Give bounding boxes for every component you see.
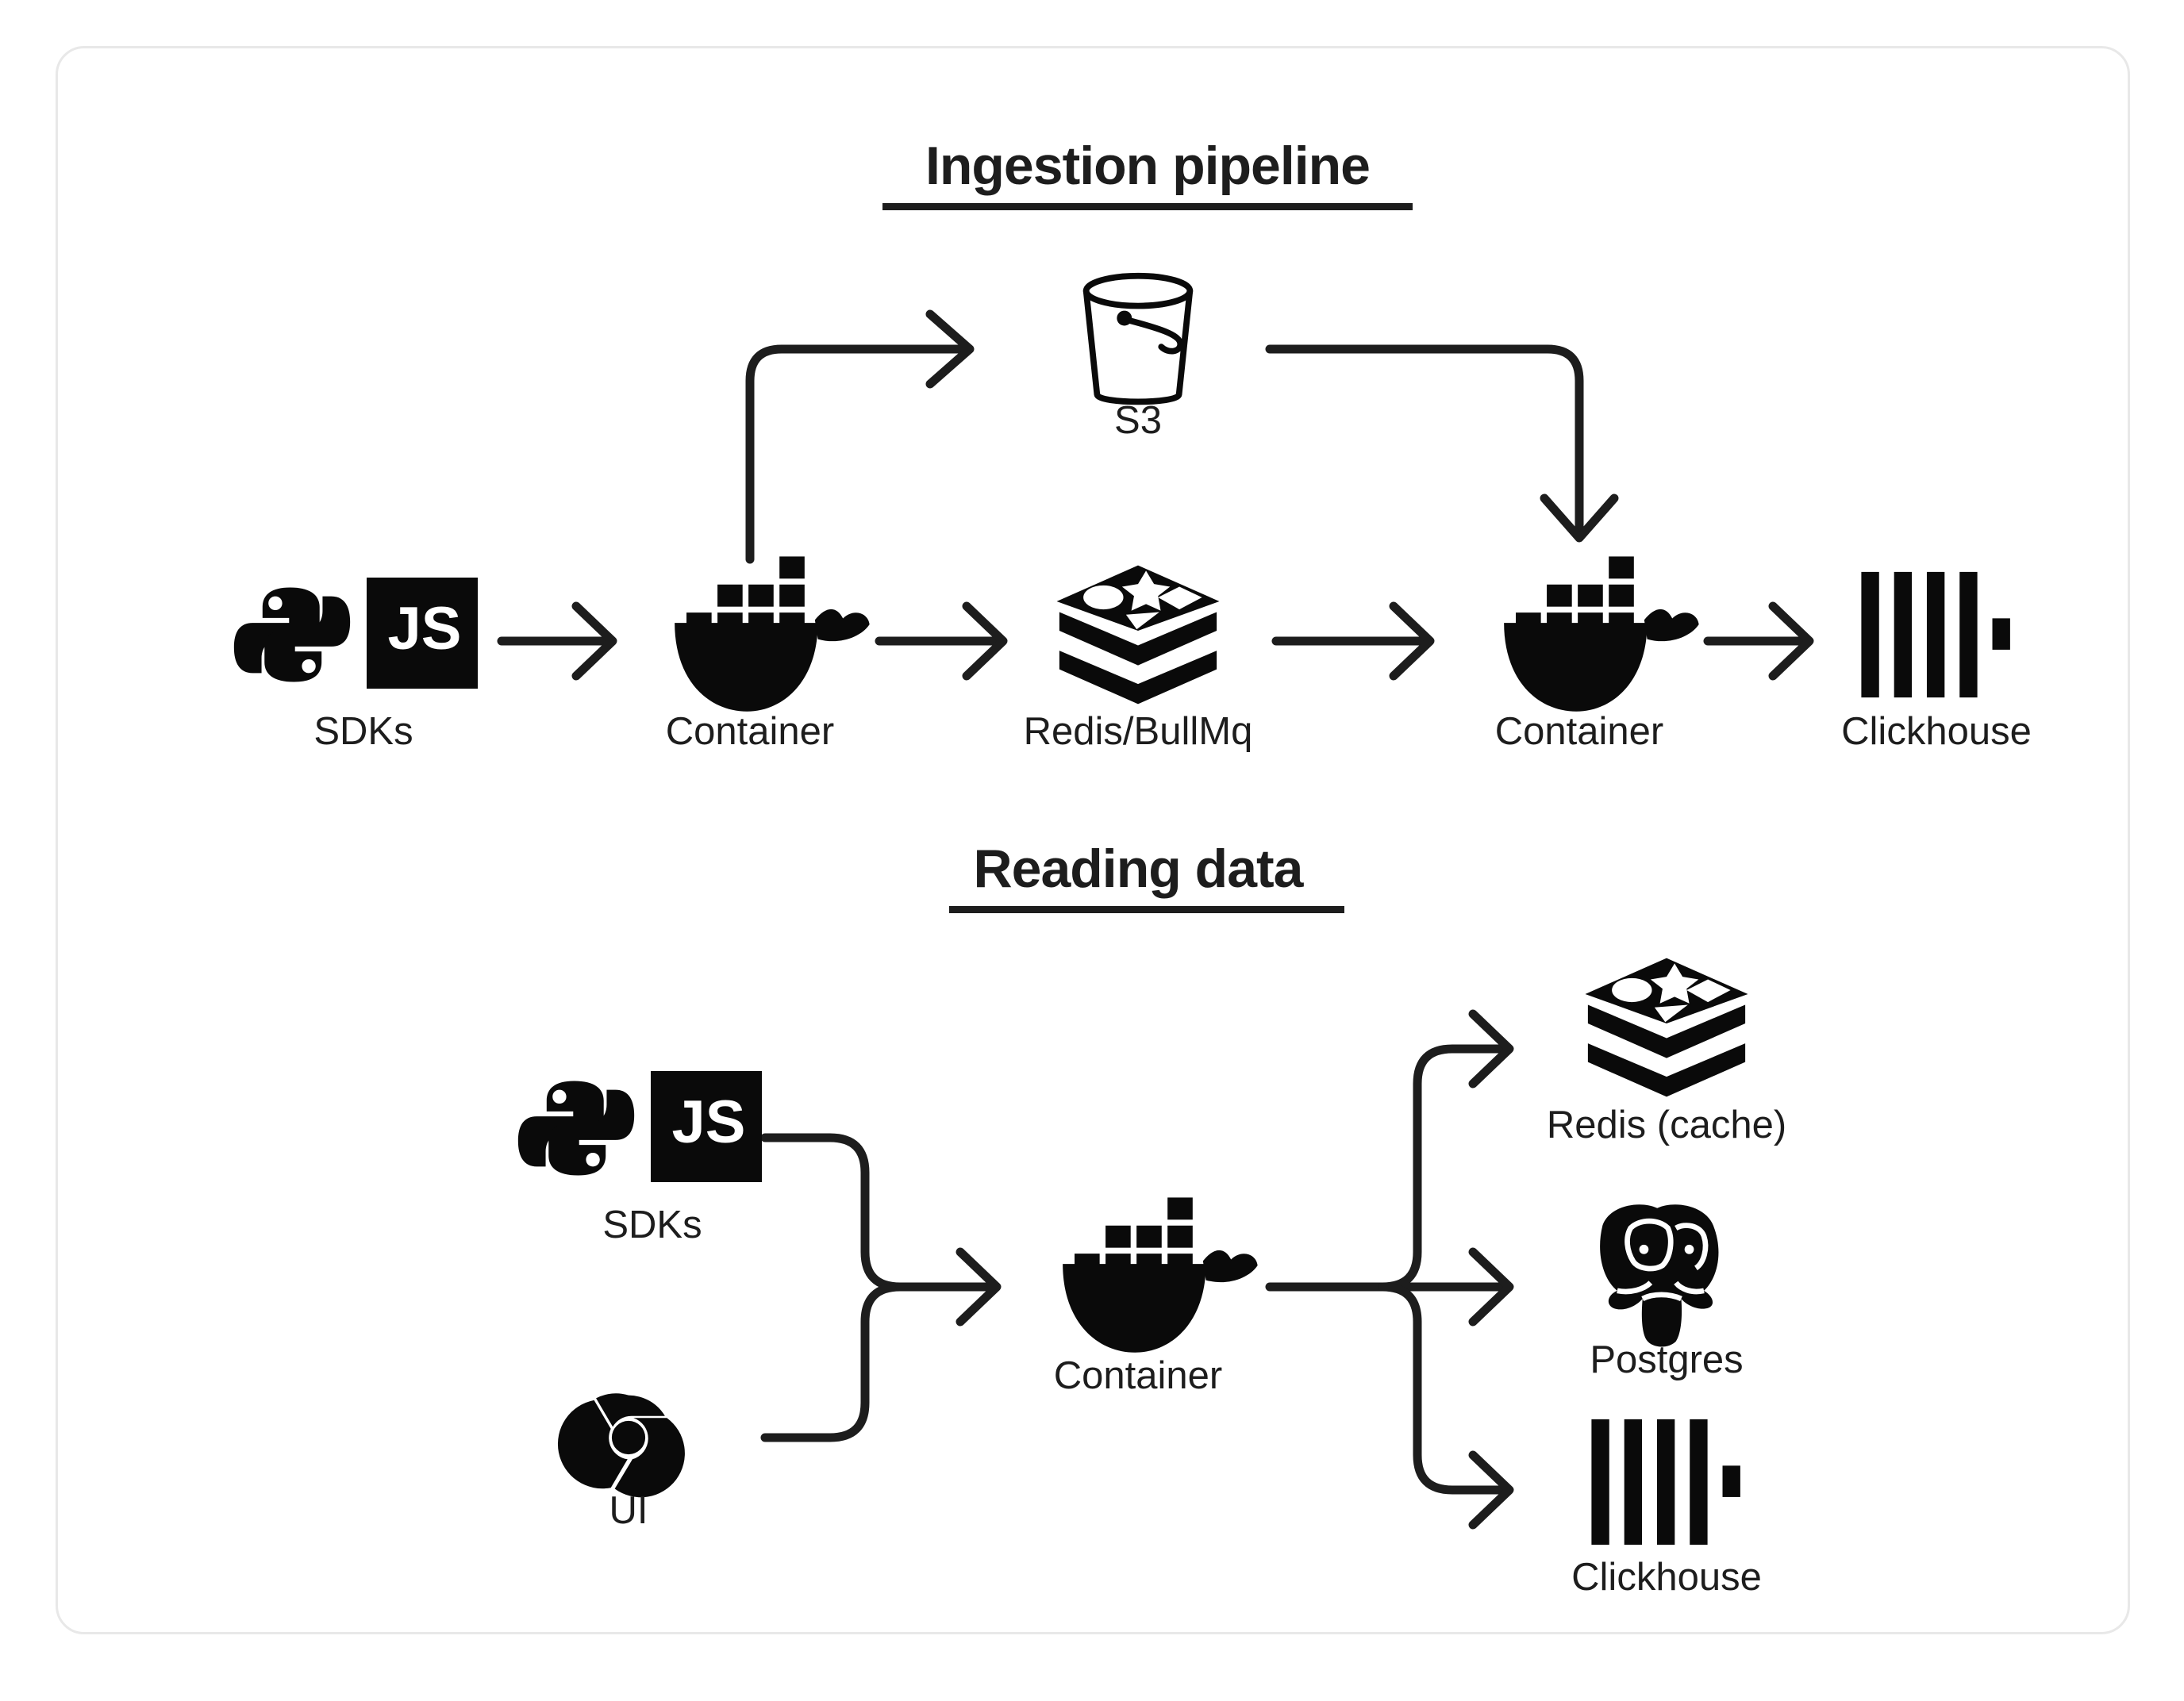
- node-clickhouse-reading[interactable]: Clickhouse: [1571, 1419, 1762, 1599]
- node-label-ui: UI: [609, 1489, 648, 1532]
- docker-whale-icon: [675, 556, 870, 712]
- node-postgres[interactable]: Postgres: [1590, 1204, 1744, 1381]
- node-label-redis-bullmq: Redis/BullMq: [1024, 710, 1253, 753]
- section-title-underline: [882, 203, 1413, 210]
- js-badge-label: JS: [672, 1089, 746, 1156]
- node-label-clickhouse-ingestion: Clickhouse: [1841, 710, 2032, 753]
- docker-whale-icon: [1504, 556, 1699, 712]
- node-redis-cache[interactable]: Redis (cache): [1547, 958, 1786, 1146]
- edge-merge-to-container3: [760, 1133, 1002, 1442]
- js-badge-label: JS: [388, 595, 462, 662]
- node-container-2[interactable]: Container: [1495, 556, 1699, 753]
- edge-sdks1-to-container1: [497, 601, 617, 681]
- node-label-container-3: Container: [1054, 1354, 1222, 1397]
- section-title-reading: Reading data: [974, 839, 1305, 899]
- node-ui[interactable]: UI: [557, 1393, 685, 1532]
- node-sdks-reading[interactable]: JS SDKs: [517, 1071, 762, 1246]
- node-redis-bullmq[interactable]: Redis/BullMq: [1024, 565, 1253, 753]
- node-label-redis-cache: Redis (cache): [1547, 1104, 1786, 1146]
- node-label-container-1: Container: [666, 710, 834, 753]
- redis-stack-icon: [1056, 565, 1220, 705]
- s3-bucket-icon: [1086, 276, 1190, 402]
- diagram-card: [56, 46, 2130, 1634]
- node-label-sdks-reading: SDKs: [602, 1204, 702, 1246]
- edge-container1-to-s3: [745, 309, 975, 564]
- edge-container2-to-clickhouse: [1703, 601, 1814, 681]
- edge-fanout-from-container3: [1265, 1009, 1514, 1530]
- js-badge: [651, 1071, 762, 1182]
- clickhouse-bars-icon: [1861, 571, 2010, 698]
- redis-stack-icon: [1585, 958, 1748, 1097]
- postgres-elephant-icon: [1600, 1204, 1718, 1346]
- edge-container1-to-redis: [875, 601, 1008, 681]
- section-ingestion: Ingestion pipeline: [233, 136, 2032, 753]
- clickhouse-bars-icon: [1591, 1419, 1740, 1545]
- edge-s3-to-container2: [1265, 344, 1619, 543]
- section-title-underline-reading: [949, 906, 1344, 913]
- node-label-clickhouse-reading: Clickhouse: [1571, 1556, 1762, 1599]
- node-label-postgres: Postgres: [1590, 1338, 1743, 1381]
- python-js-sdk-icon: [233, 587, 351, 682]
- node-label-sdks-ingestion: SDKs: [313, 710, 413, 753]
- node-container-1[interactable]: Container: [666, 556, 870, 753]
- node-container-3[interactable]: Container: [1054, 1197, 1258, 1397]
- python-js-sdk-icon: [517, 1081, 635, 1176]
- docker-whale-icon: [1063, 1197, 1258, 1353]
- chrome-browser-icon: [557, 1393, 685, 1498]
- node-sdks-ingestion[interactable]: JS SDKs: [233, 578, 478, 753]
- edge-redis-to-container2: [1271, 601, 1435, 681]
- node-label-container-2: Container: [1495, 710, 1663, 753]
- node-s3[interactable]: S3: [1086, 276, 1190, 442]
- section-reading: Reading data: [517, 839, 1786, 1599]
- section-title-ingestion: Ingestion pipeline: [925, 136, 1370, 196]
- node-clickhouse-ingestion[interactable]: Clickhouse: [1841, 571, 2032, 753]
- js-badge: [367, 578, 478, 689]
- node-label-s3: S3: [1114, 399, 1162, 442]
